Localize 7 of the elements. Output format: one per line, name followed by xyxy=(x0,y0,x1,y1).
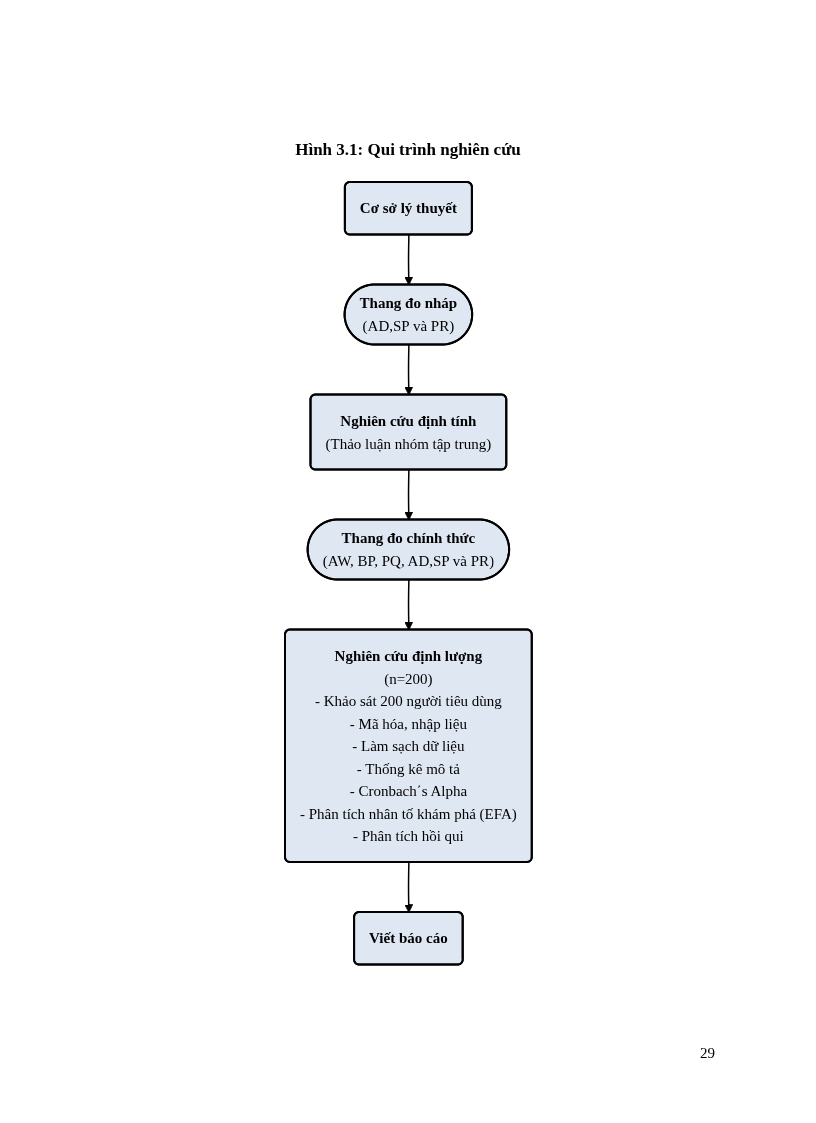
arrow xyxy=(403,579,413,631)
page-number: 29 xyxy=(700,1045,715,1062)
figure-title: Hình 3.1: Qui trình nghiên cứu xyxy=(294,140,522,160)
arrow xyxy=(403,861,413,913)
arrow xyxy=(403,234,413,286)
arrow xyxy=(403,469,413,521)
arrow xyxy=(403,344,413,396)
